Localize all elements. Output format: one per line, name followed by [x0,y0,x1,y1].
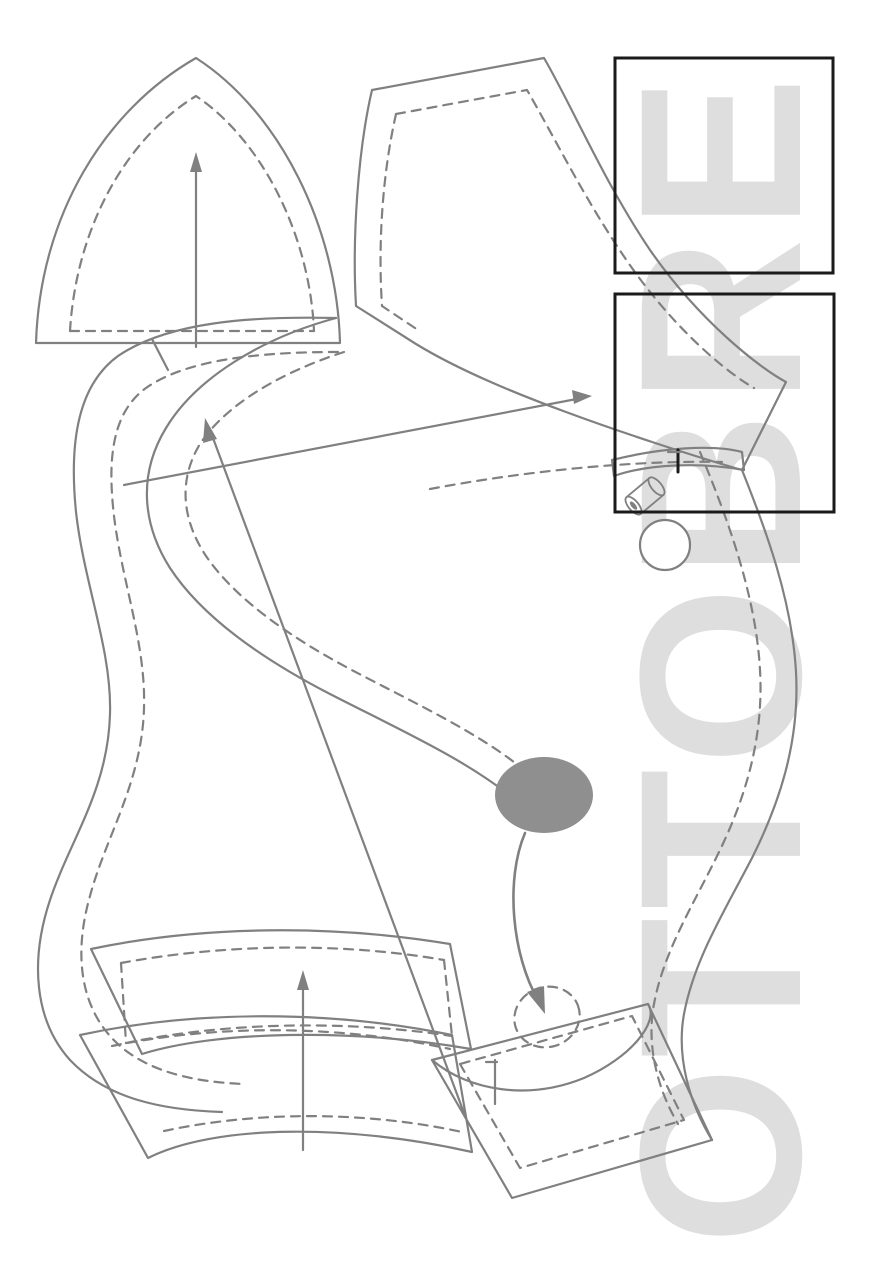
cutline-top-center [353,56,788,472]
piece-top-center [353,56,788,472]
piece-top-left-leaf [34,56,342,345]
cutline-main-body-inner [145,316,522,806]
cylinder-icon [624,476,666,516]
piece-bottom-left-band [78,929,474,1160]
piece-mid-right-strip [428,446,746,491]
grainline-group [122,152,592,1152]
leader-arrow-head [527,986,545,1014]
cutline-bottom-right-curve [430,1002,652,1092]
grainline-top-left-head [190,152,202,172]
filled-ellipse-marker [495,757,593,833]
seamline-bottom-right [458,1014,686,1170]
grainline-center [208,428,466,1115]
seamline-bottom-left-band-top [119,946,446,965]
notch-upper-left [150,337,170,372]
leader-arrow-curve [512,831,540,1002]
seamline-main-body-outer [80,350,340,1086]
watermark-text: OTTOBRE [592,69,849,1245]
seamline-bottom-left-band-side-l [119,961,128,1045]
seamline-top-center-left [379,112,420,332]
cylinder-icon-cap-far [647,476,666,497]
grainline-bottom-left-head [297,970,309,990]
cutline-main-body-outer [37,316,338,1114]
seamline-main-body-right [650,450,762,1126]
open-circle-marker [638,518,692,572]
grainline-horizontal [122,396,584,487]
seamline-main-body-inner [184,350,526,772]
cutline-main-body-right [680,468,798,1142]
piece-bottom-right [430,1002,714,1200]
leader-arrow [512,831,545,1014]
cylinder-icon-hole [629,501,638,510]
seamline-bottom-left-band-lower-1 [110,1029,452,1051]
piece-main-body [37,316,798,1142]
seamline-bottom-left-band-bottom [124,1024,454,1045]
seamline-mid-right-strip [428,460,724,491]
seamline-bottom-left-band-lower-2 [162,1115,464,1134]
grainline-center-head [203,418,217,443]
cutline-bottom-left-band-lower [78,1015,474,1160]
upper-box [613,56,835,275]
target-ellipse [513,985,581,1049]
grainline-horizontal-head [572,390,592,404]
seamline-top-left-leaf [68,94,316,333]
cutline-bottom-left-band [89,929,473,1056]
cutline-top-left-leaf [34,56,342,345]
cutline-bottom-right [430,1002,714,1200]
notch-group [150,337,682,1106]
lower-box [613,292,836,514]
seamline-top-center [394,88,756,390]
seamline-bottom-left-band-side-r [442,958,454,1038]
cutline-mid-right-strip [610,446,746,478]
